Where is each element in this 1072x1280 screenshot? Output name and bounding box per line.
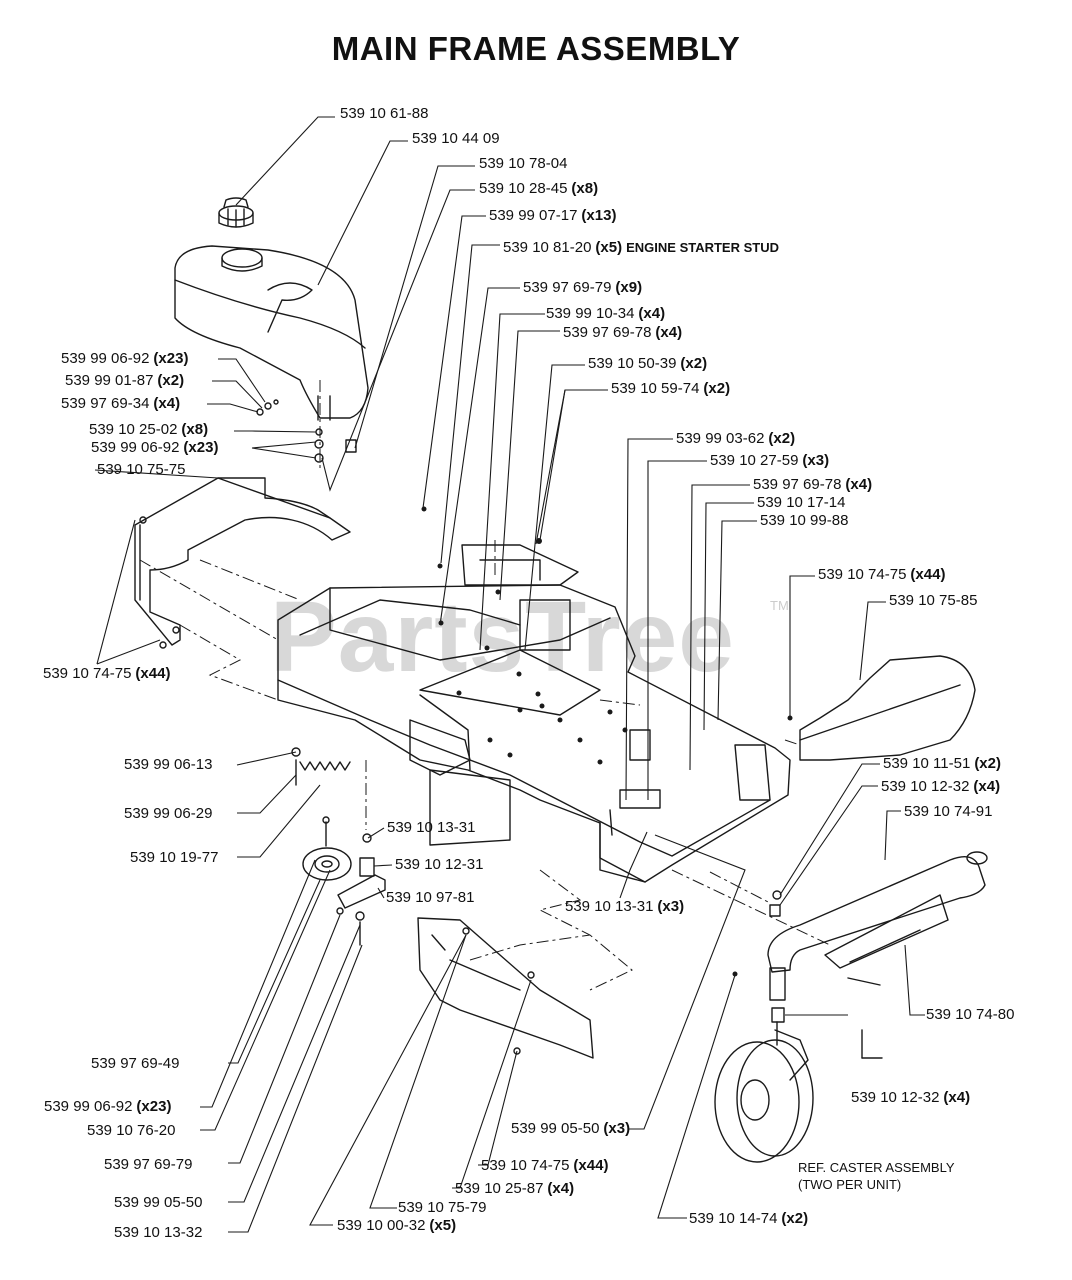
callout-label: 539 99 05-50(x3) [511, 1120, 631, 1137]
idler-pulley-part [291, 747, 386, 946]
fuel-cap-part [218, 197, 254, 228]
callout-label: 539 10 17-14 [757, 494, 846, 511]
callout-label: 539 97 69-79(x9) [523, 279, 643, 296]
callout-label: 539 10 12-31 [395, 856, 484, 873]
callout-label: 539 99 06-92(x23) [61, 350, 189, 367]
callout-label: 539 97 69-78(x4) [753, 476, 873, 493]
side-shield-part [799, 655, 976, 761]
main-frame-part [277, 544, 791, 883]
callout-label: 539 10 78-04 [479, 155, 568, 172]
caster-note-line2: (TWO PER UNIT) [798, 1177, 902, 1192]
trademark-symbol: TM [770, 598, 789, 613]
callout-label: 539 99 07-17(x13) [489, 207, 617, 224]
callout-label: 539 10 13-31 [387, 819, 476, 836]
callout-label: 539 10 12-32(x4) [881, 778, 1001, 795]
callout-label: 539 10 59-74(x2) [611, 380, 731, 397]
callout-label: 539 10 99-88 [760, 512, 849, 529]
callout-label: 539 10 75-75 [97, 461, 186, 478]
callout-label: 539 10 97-81 [386, 889, 475, 906]
callout-label: 539 10 19-77 [130, 849, 219, 866]
fuel-tank-part [174, 245, 369, 421]
callout-label: 539 99 06-92(x23) [44, 1098, 172, 1115]
callout-label: 539 10 44 09 [412, 130, 500, 147]
callout-label: 539 97 69-34(x4) [61, 395, 181, 412]
callout-label: 539 10 14-74(x2) [689, 1210, 809, 1227]
callout-label: 539 99 01-87(x2) [65, 372, 185, 389]
callout-label: 539 10 13-32 [114, 1224, 203, 1241]
callout-label: 539 10 74-91 [904, 803, 993, 820]
callout-label: 539 10 61-88 [340, 105, 429, 122]
callout-label: 539 10 74-75(x44) [481, 1157, 609, 1174]
callout-label: 539 99 06-29 [124, 805, 213, 822]
callout-label: 539 10 76-20 [87, 1122, 176, 1139]
callout-label: 539 97 69-79 [104, 1156, 193, 1173]
callout-label: 539 99 05-50 [114, 1194, 203, 1211]
caster-fork-part [767, 851, 988, 1023]
callout-label: 539 10 74-80 [926, 1006, 1015, 1023]
callout-label: 539 10 75-85 [889, 592, 978, 609]
callout-label: 539 10 13-31(x3) [565, 898, 685, 915]
callout-label: 539 99 03-62(x2) [676, 430, 796, 447]
callout-label: 539 10 25-87(x4) [455, 1180, 575, 1197]
callout-label: 539 10 75-79 [398, 1199, 487, 1216]
caster-note-line1: REF. CASTER ASSEMBLY [798, 1160, 955, 1175]
rear-shield-part [134, 477, 351, 646]
watermark: PartsTree [270, 581, 735, 693]
front-plate-part [417, 917, 594, 1059]
callout-label: 539 97 69-78(x4) [563, 324, 683, 341]
callout-label: 539 99 06-92(x23) [91, 439, 219, 456]
callout-label: 539 10 28-45(x8) [479, 180, 599, 197]
callout-label: 539 97 69-49 [91, 1055, 180, 1072]
callout-label: 539 10 00-32(x5) [337, 1217, 457, 1234]
callout-label: 539 10 25-02(x8) [89, 421, 209, 438]
caster-wheel-part [714, 1021, 814, 1163]
callout-label: 539 10 50-39(x2) [588, 355, 708, 372]
callout-label: 539 10 81-20(x5)ENGINE STARTER STUD [503, 239, 779, 256]
caster-note: REF. CASTER ASSEMBLY (TWO PER UNIT) [798, 1159, 955, 1193]
callout-label: 539 99 06-13 [124, 756, 213, 773]
callout-label: 539 10 74-75(x44) [818, 566, 946, 583]
callout-label: 539 10 27-59(x3) [710, 452, 830, 469]
callout-label: 539 10 11-51(x2) [883, 755, 1001, 772]
page-title: MAIN FRAME ASSEMBLY [331, 30, 741, 67]
callout-label: 539 10 74-75(x44) [43, 665, 171, 682]
callout-label: 539 10 12-32(x4) [851, 1089, 971, 1106]
callout-label: 539 99 10-34(x4) [546, 305, 666, 322]
